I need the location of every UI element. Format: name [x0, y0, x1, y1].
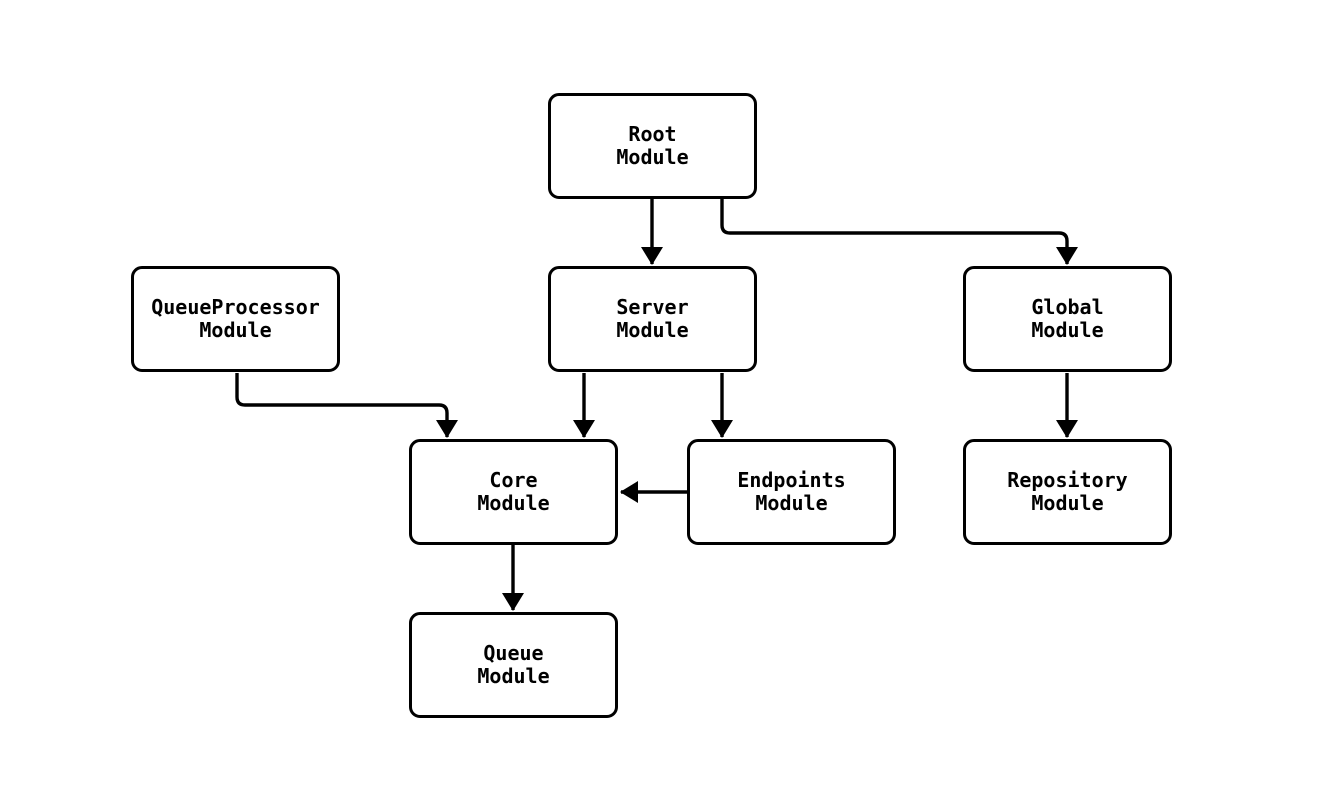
node-label: Module — [1031, 491, 1104, 515]
node-endpoints-module: Endpoints Module — [687, 439, 896, 545]
node-label: Module — [477, 491, 550, 515]
node-label: Module — [199, 318, 272, 342]
node-repository-module: Repository Module — [963, 439, 1172, 545]
node-label: Repository — [1007, 468, 1128, 492]
node-label: Module — [616, 318, 689, 342]
edge-queueprocessor-to-core — [235, 373, 458, 438]
node-label: Queue — [483, 641, 544, 665]
node-label: Root — [628, 122, 677, 146]
node-label: Server — [616, 295, 689, 319]
node-root-module: Root Module — [548, 93, 757, 199]
node-label: Endpoints — [737, 468, 846, 492]
node-label: QueueProcessor — [151, 295, 320, 319]
node-queueprocessor-module: QueueProcessor Module — [131, 266, 340, 372]
node-label: Global — [1031, 295, 1104, 319]
node-label: Module — [755, 491, 828, 515]
node-label: Module — [616, 145, 689, 169]
node-queue-module: Queue Module — [409, 612, 618, 718]
node-core-module: Core Module — [409, 439, 618, 545]
node-label: Core — [489, 468, 538, 492]
node-label: Module — [1031, 318, 1104, 342]
node-label: Module — [477, 664, 550, 688]
node-server-module: Server Module — [548, 266, 757, 372]
node-global-module: Global Module — [963, 266, 1172, 372]
edge-root-to-global — [720, 199, 1078, 265]
